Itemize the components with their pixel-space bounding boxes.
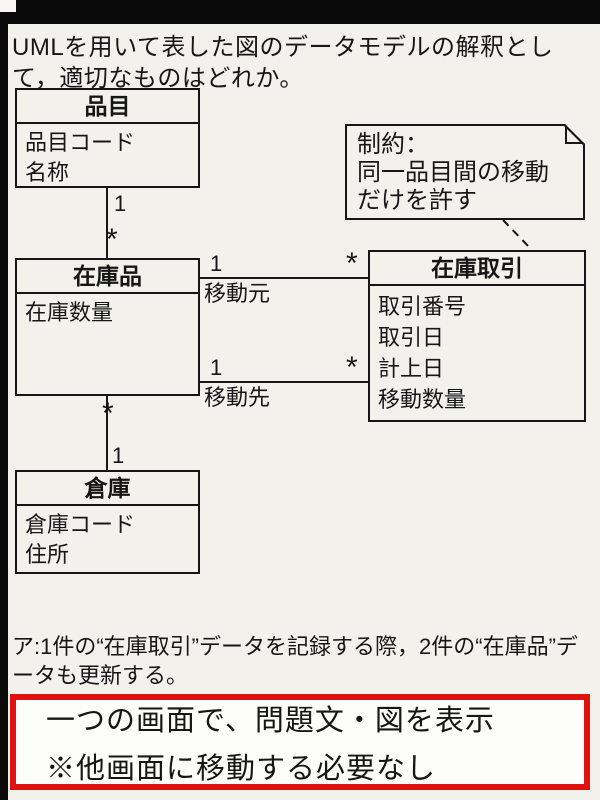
uml-class-warehouse: 倉庫 倉庫コード 住所 [15, 470, 200, 574]
mult-dest-many: * [346, 351, 358, 384]
callout-line-2: ※他画面に移動する必要なし [46, 753, 437, 785]
callout-line-1: 一つの画面で、問題文・図を表示 [46, 705, 495, 737]
uml-class-stock-item: 在庫品 在庫数量 [15, 258, 200, 396]
uml-class-stock-item-title: 在庫品 [17, 260, 198, 294]
mult-item-stock-one: 1 [114, 191, 127, 216]
mult-stock-warehouse-many: * [102, 397, 114, 430]
note-text: 制約： 同一品目間の移動 だけを許す [347, 126, 583, 218]
uml-class-stock-item-attributes: 在庫数量 [17, 294, 198, 394]
mult-dest-one: 1 [210, 355, 223, 380]
attribute: 移動数量 [378, 387, 467, 412]
note-line: だけを許す [357, 187, 477, 214]
note-line: 制約： [357, 131, 429, 158]
mult-stock-warehouse-one: 1 [112, 443, 125, 468]
mult-item-stock-many: * [106, 223, 118, 256]
assoc-dest-label: 移動先 [204, 385, 271, 410]
attribute: 取引番号 [378, 294, 467, 319]
uml-class-item: 品目 品目コード 名称 [15, 88, 200, 188]
attribute: 品目コード [25, 130, 136, 155]
uml-class-stock-transaction-title: 在庫取引 [370, 252, 584, 286]
note-fold-corner-icon [565, 124, 585, 144]
uml-class-item-title: 品目 [17, 90, 198, 124]
mult-source-one: 1 [210, 251, 223, 276]
attribute: 名称 [25, 160, 70, 185]
question-text: UMLを用いて表した図のデータモデルの解釈として，適切なものはどれか。 [12, 34, 554, 92]
uml-class-item-attributes: 品目コード 名称 [17, 124, 198, 194]
answer-option-a: ア:1件の“在庫取引”データを記録する際，2件の“在庫品”データも更新する。 [12, 634, 578, 688]
attribute: 住所 [25, 542, 70, 567]
uml-note-constraint: 制約： 同一品目間の移動 だけを許す [345, 124, 585, 220]
assoc-source-label: 移動元 [204, 281, 271, 306]
uml-class-stock-transaction-attributes: 取引番号 取引日 計上日 移動数量 [370, 286, 584, 421]
attribute: 取引日 [378, 325, 445, 350]
annotation-callout: 一つの画面で、問題文・図を表示 ※他画面に移動する必要なし [10, 694, 590, 790]
attribute: 在庫数量 [25, 300, 114, 325]
question-page: UMLを用いて表した図のデータモデルの解釈として，適切なものはどれか。 品目 品… [8, 24, 600, 800]
uml-class-warehouse-attributes: 倉庫コード 住所 [17, 506, 198, 576]
uml-class-stock-transaction: 在庫取引 取引番号 取引日 計上日 移動数量 [368, 250, 586, 422]
corner-cutout [0, 0, 16, 12]
attribute: 倉庫コード [25, 512, 136, 537]
note-line: 同一品目間の移動 [357, 159, 549, 186]
mult-source-many: * [346, 247, 358, 280]
uml-class-warehouse-title: 倉庫 [17, 472, 198, 506]
uml-connector-lines [106, 188, 533, 470]
attribute: 計上日 [378, 356, 445, 381]
